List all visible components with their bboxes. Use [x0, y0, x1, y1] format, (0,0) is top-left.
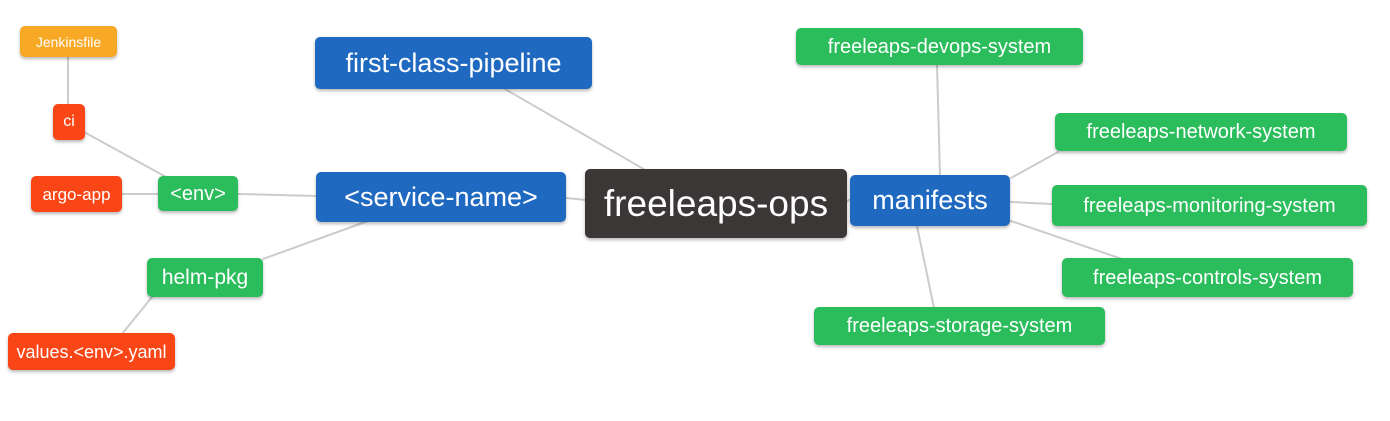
node-env-label: <env>	[170, 182, 226, 205]
node-values-env-yaml-label: values.<env>.yaml	[16, 341, 167, 362]
node-freeleaps-ops-root[interactable]: freeleaps-ops	[585, 169, 847, 238]
edge-manifests-storage	[916, 225, 935, 309]
node-first-class-pipeline-label: first-class-pipeline	[345, 47, 562, 78]
node-freeleaps-network-system-label: freeleaps-network-system	[1086, 121, 1316, 143]
node-helm-pkg-label: helm-pkg	[161, 266, 249, 289]
node-first-class-pipeline[interactable]: first-class-pipeline	[315, 37, 592, 89]
node-freeleaps-ops-label: freeleaps-ops	[603, 183, 829, 224]
edge-manifests-controls	[1010, 220, 1123, 260]
node-freeleaps-monitoring-system[interactable]: freeleaps-monitoring-system	[1052, 185, 1367, 226]
node-jenkinsfile[interactable]: Jenkinsfile	[20, 26, 117, 57]
edge-values-helm-pkg	[121, 296, 153, 335]
edge-helm-pkg-service	[262, 220, 369, 260]
node-argo-app-label: argo-app	[42, 184, 111, 204]
edge-pipeline-ops	[504, 88, 648, 172]
node-freeleaps-network-system[interactable]: freeleaps-network-system	[1055, 113, 1347, 151]
node-freeleaps-storage-system-label: freeleaps-storage-system	[846, 315, 1073, 337]
node-freeleaps-monitoring-system-label: freeleaps-monitoring-system	[1083, 194, 1336, 217]
edge-env-service-name	[237, 193, 317, 197]
node-freeleaps-controls-system[interactable]: freeleaps-controls-system	[1062, 258, 1353, 297]
node-freeleaps-devops-system-label: freeleaps-devops-system	[827, 35, 1052, 58]
node-service-name[interactable]: <service-name>	[316, 172, 566, 222]
node-freeleaps-controls-system-label: freeleaps-controls-system	[1093, 266, 1322, 289]
node-jenkinsfile-label: Jenkinsfile	[35, 33, 102, 50]
edge-manifests-monitoring	[1010, 201, 1053, 205]
node-ci-label: ci	[63, 113, 75, 130]
node-manifests[interactable]: manifests	[850, 175, 1010, 226]
edge-manifests-network	[1010, 151, 1059, 179]
node-freeleaps-storage-system[interactable]: freeleaps-storage-system	[814, 307, 1105, 345]
node-env[interactable]: <env>	[158, 176, 238, 211]
node-helm-pkg[interactable]: helm-pkg	[147, 258, 263, 297]
node-values-env-yaml[interactable]: values.<env>.yaml	[8, 333, 175, 370]
node-freeleaps-devops-system[interactable]: freeleaps-devops-system	[796, 28, 1083, 65]
edge-service-ops	[565, 197, 587, 201]
node-ci[interactable]: ci	[53, 104, 85, 140]
edge-manifests-devops	[936, 64, 941, 177]
node-argo-app[interactable]: argo-app	[31, 176, 122, 212]
node-service-name-label: <service-name>	[344, 181, 538, 212]
edge-ci-env	[83, 131, 169, 179]
node-manifests-label: manifests	[872, 185, 988, 215]
